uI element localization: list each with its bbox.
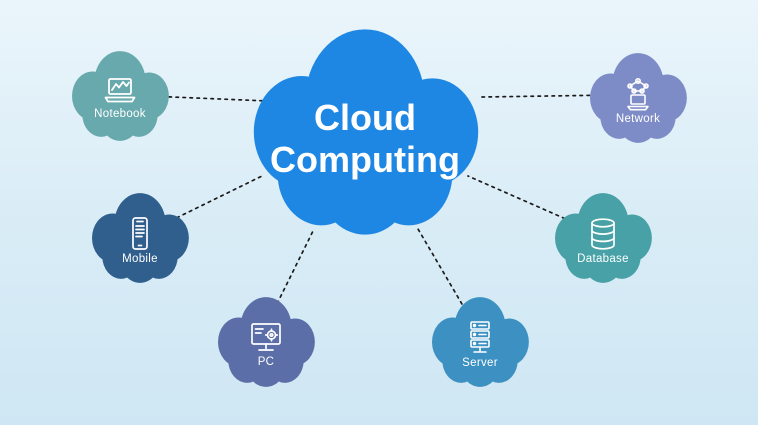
network-laptop-icon	[627, 77, 649, 111]
node-label-pc: PC	[257, 356, 275, 368]
node-pc: PC	[206, 293, 326, 391]
node-label-notebook: Notebook	[94, 108, 146, 120]
cloud-shape	[590, 53, 687, 143]
connector-mobile	[157, 175, 263, 228]
node-server: Server	[420, 293, 540, 391]
node-notebook: Notebook	[60, 47, 180, 145]
node-network: Network	[578, 49, 698, 147]
node-label-mobile: Mobile	[122, 253, 158, 265]
database-icon	[591, 218, 615, 250]
title-line-1: Cloud	[314, 96, 416, 138]
smartphone-icon	[132, 217, 148, 250]
desktop-gear-icon	[251, 323, 281, 351]
center-cloud: Cloud Computing	[226, 20, 504, 244]
connector-server	[417, 228, 470, 317]
node-database: Database	[543, 189, 663, 287]
title-line-2: Computing	[270, 139, 460, 180]
node-label-network: Network	[615, 113, 661, 125]
cloud-shape	[253, 29, 479, 235]
cloud-shape	[218, 297, 315, 387]
node-label-database: Database	[577, 253, 629, 265]
cloud-shape	[92, 193, 189, 283]
connector-notebook	[147, 95, 269, 102]
laptop-chart-icon	[104, 78, 136, 103]
node-label-server: Server	[462, 357, 498, 369]
node-mobile: Mobile	[80, 189, 200, 287]
cloud-shape	[432, 297, 529, 387]
cloud-computing-title: Cloud Computing	[270, 97, 460, 182]
connector-network	[481, 94, 616, 98]
server-rack-icon	[470, 321, 490, 353]
